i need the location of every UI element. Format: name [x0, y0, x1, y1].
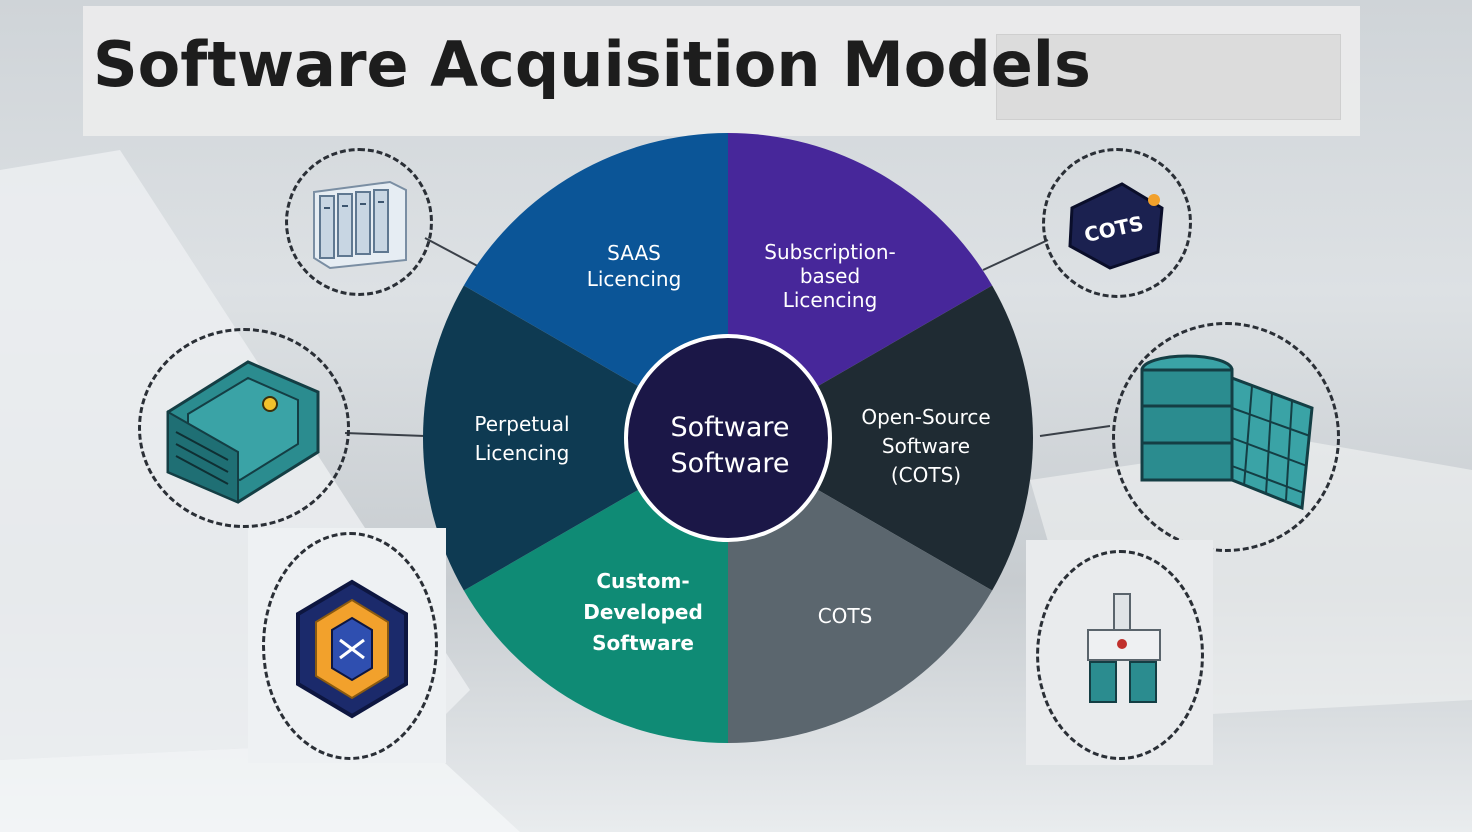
custom-line-2: Developed — [583, 600, 703, 624]
center-line-1: Software — [670, 412, 790, 443]
hardware-module-icon — [166, 360, 320, 504]
segment-label-saas: SAAS Licencing — [534, 240, 734, 292]
open-source-line-1: Open-Source — [861, 405, 991, 429]
center-line-2: Software — [670, 448, 790, 479]
custom-line-1: Custom- — [596, 569, 690, 593]
connector-saas — [424, 237, 486, 271]
segment-label-subscription: Subscription- based Licencing — [730, 240, 930, 312]
connector-perpetual — [344, 432, 426, 437]
subscription-line-2: based — [799, 264, 861, 288]
hexagon-badge-icon — [296, 579, 408, 719]
database-grid-icon — [1140, 354, 1314, 511]
server-rack-icon-circle — [285, 148, 433, 296]
wheel-segment-perpetual — [423, 285, 728, 591]
open-source-line-3: (COTS) — [890, 463, 962, 487]
segment-label-perpetual: Perpetual Licencing — [422, 410, 622, 468]
subscription-line-3: Licencing — [782, 288, 878, 312]
cots-badge-icon: COTS — [1068, 182, 1164, 270]
cots-line-1: COTS — [817, 604, 873, 628]
machinery-icon — [1087, 593, 1161, 703]
title-part-1: Software Acquisition — [93, 28, 821, 101]
cots-badge-icon-circle — [1042, 148, 1192, 298]
machinery-icon-circle — [1036, 550, 1204, 760]
segment-label-open-source: Open-Source Software (COTS) — [826, 403, 1026, 490]
hexagon-badge-icon-circle — [262, 532, 438, 760]
perpetual-line-2: Licencing — [474, 441, 570, 465]
center-hub — [624, 334, 832, 542]
connector-open-source — [1039, 425, 1111, 437]
title-highlight-box — [996, 34, 1341, 120]
perpetual-line-1: Perpetual — [474, 412, 570, 436]
center-label: Software Software — [630, 410, 830, 482]
connector-subscription — [982, 239, 1049, 271]
segment-label-custom: Custom- Developed Software — [543, 566, 743, 659]
segment-label-cots: COTS — [745, 603, 945, 629]
page-title: Software Acquisition Models — [93, 28, 1091, 101]
wheel-segment-open-source — [728, 285, 1033, 591]
custom-line-3: Software — [592, 631, 694, 655]
hardware-module-icon-circle — [138, 328, 350, 528]
saas-line-1: SAAS — [607, 241, 661, 265]
subscription-line-1: Subscription- — [764, 240, 896, 264]
saas-line-2: Licencing — [586, 267, 682, 291]
server-rack-icon — [313, 180, 407, 270]
title-part-2: Models — [842, 28, 1091, 101]
database-grid-icon-circle — [1112, 322, 1340, 552]
open-source-line-2: Software — [881, 434, 971, 458]
title-banner: Software Acquisition Models — [83, 6, 1360, 136]
